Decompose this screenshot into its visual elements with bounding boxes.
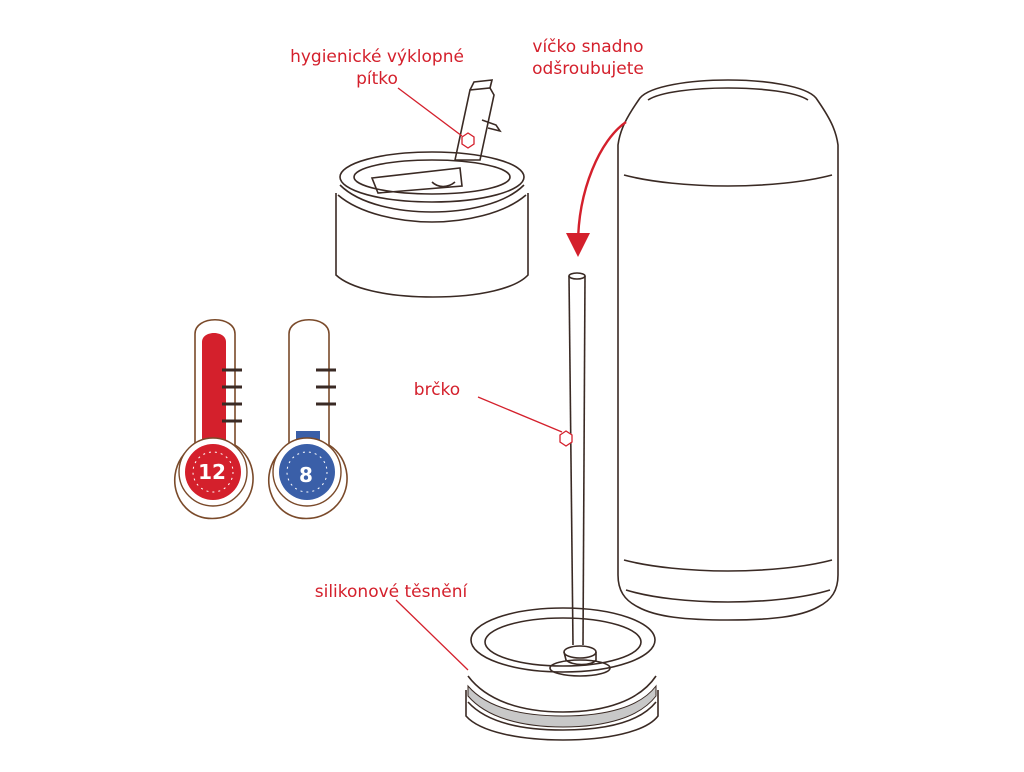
straw-marker-icon — [559, 430, 573, 447]
unscrew-arrow-icon — [566, 121, 627, 257]
label-silicone-seal: silikonové těsnění — [314, 582, 468, 602]
label-flip-spout: hygienické výklopné pítko — [290, 47, 464, 89]
can-body — [617, 79, 839, 621]
spout-marker-icon — [461, 132, 475, 149]
lid-with-spout — [335, 79, 529, 298]
cold-hours-value: 8 — [299, 463, 313, 487]
label-screw-lid: víčko snadno odšroubujete — [532, 37, 644, 79]
silicone-seal-band — [467, 684, 657, 728]
label-straw: brčko — [413, 380, 461, 400]
cold-thermometer-icon — [267, 319, 348, 520]
base-with-seal — [465, 607, 659, 741]
hot-thermometer-icon — [173, 319, 254, 520]
straw — [568, 272, 586, 646]
hot-hours-value: 12 — [198, 460, 226, 484]
leader-lines — [395, 87, 573, 671]
